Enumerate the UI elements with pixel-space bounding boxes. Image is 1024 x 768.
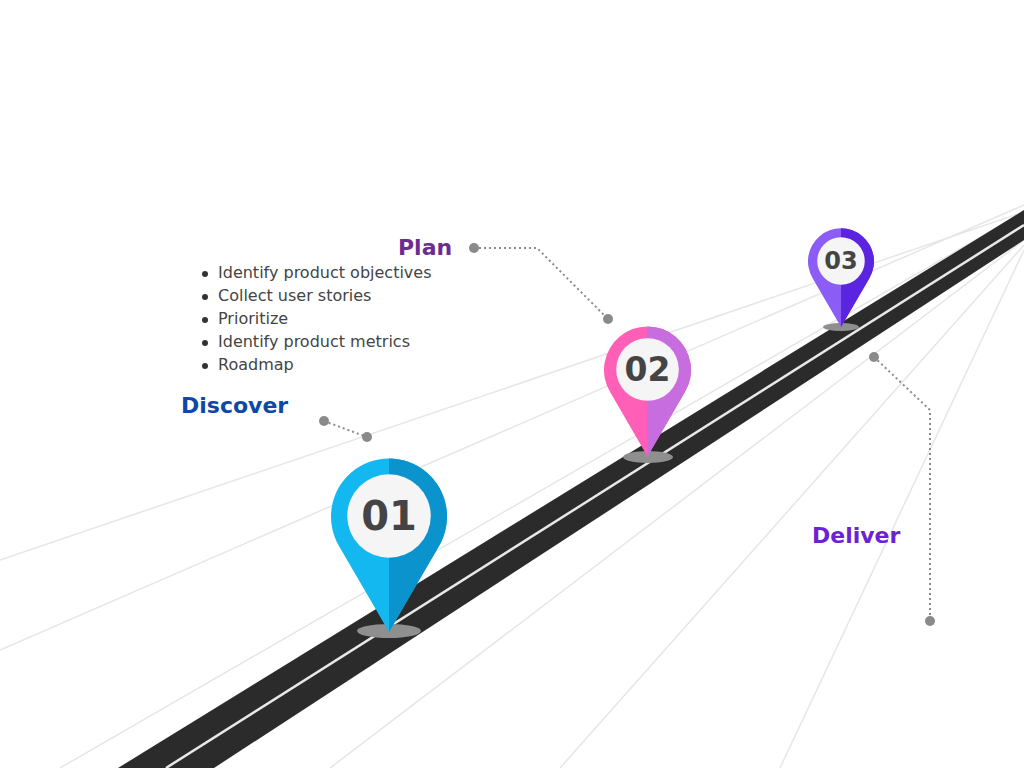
bullet-item: Identify product metrics (218, 332, 410, 351)
road (118, 210, 1024, 768)
step-number: 02 (604, 326, 691, 413)
bullet-item: Prioritize (218, 309, 288, 328)
pin-shape (808, 228, 874, 327)
bullet-item: Roadmap (218, 355, 294, 374)
stage-title: Deliver (812, 523, 900, 549)
road-centerline (166, 225, 1024, 768)
bullet-item: Collect user stories (218, 286, 371, 305)
pin-shape (331, 458, 447, 632)
step-number: 01 (331, 458, 447, 574)
perspective-lines (0, 205, 1024, 768)
stage-title: Discover (181, 393, 288, 419)
location-pin: 01 (331, 458, 447, 632)
stage-title: Plan (398, 235, 452, 261)
pin-shape (604, 326, 691, 457)
bullet-item: Identify product objectives (218, 263, 432, 282)
location-pin: 02 (604, 326, 691, 457)
location-pin: 03 (808, 228, 874, 327)
step-number: 03 (808, 228, 874, 294)
bullet-dots (202, 271, 208, 369)
